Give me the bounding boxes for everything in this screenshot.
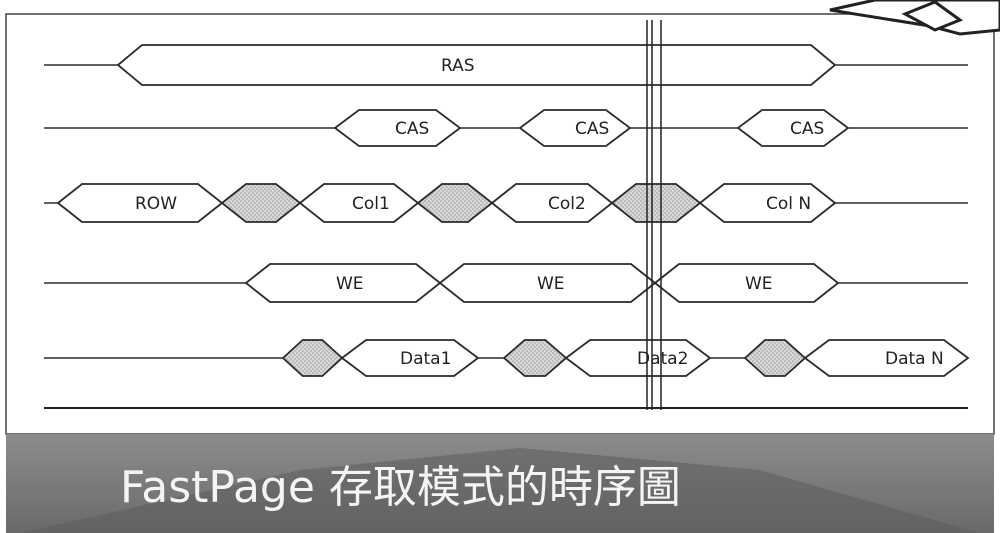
corner-logo-icon bbox=[829, 0, 1000, 36]
segment-label: CAS bbox=[395, 119, 429, 139]
segment-label: WE bbox=[336, 274, 364, 294]
signal-segment bbox=[333, 109, 462, 147]
signal-segment bbox=[698, 183, 837, 223]
transition-hatch bbox=[610, 183, 702, 223]
segment-label: RAS bbox=[441, 56, 475, 76]
segment-label: CAS bbox=[575, 119, 609, 139]
transition-hatch bbox=[502, 339, 568, 377]
time-marker-lines bbox=[646, 20, 662, 410]
transition-hatch bbox=[220, 183, 302, 223]
segment-label: CAS bbox=[790, 119, 824, 139]
segment-label: Data2 bbox=[637, 349, 688, 369]
transition-hatch bbox=[743, 339, 807, 377]
signal-row-cas: CAS CAS CAS bbox=[44, 109, 968, 147]
segment-label: Col1 bbox=[352, 194, 390, 214]
transition-hatch bbox=[416, 183, 494, 223]
signal-segment bbox=[803, 339, 970, 377]
signal-row-addr: ROW Col1 Col2 Col N bbox=[44, 183, 968, 223]
signal-segment bbox=[116, 44, 837, 86]
caption-title: FastPage 存取模式的時序圖 bbox=[120, 462, 681, 513]
segment-label: Data N bbox=[885, 349, 944, 369]
signal-row-we: WE WE WE bbox=[44, 263, 968, 303]
segment-label: ROW bbox=[135, 194, 177, 214]
signal-row-data: Data1 Data2 Data N bbox=[44, 339, 970, 377]
signal-segment bbox=[653, 263, 840, 303]
signal-row-ras: RAS bbox=[44, 44, 968, 86]
signal-segment bbox=[518, 109, 632, 147]
segment-label: Data1 bbox=[400, 349, 451, 369]
signal-segment bbox=[564, 339, 712, 377]
transition-hatch bbox=[281, 339, 344, 377]
segment-label: WE bbox=[745, 274, 773, 294]
segment-label: Col N bbox=[766, 194, 811, 214]
signal-segment bbox=[736, 109, 850, 147]
segment-label: Col2 bbox=[548, 194, 586, 214]
caption-band bbox=[6, 434, 994, 533]
segment-label: WE bbox=[537, 274, 565, 294]
signal-segment bbox=[340, 339, 480, 377]
